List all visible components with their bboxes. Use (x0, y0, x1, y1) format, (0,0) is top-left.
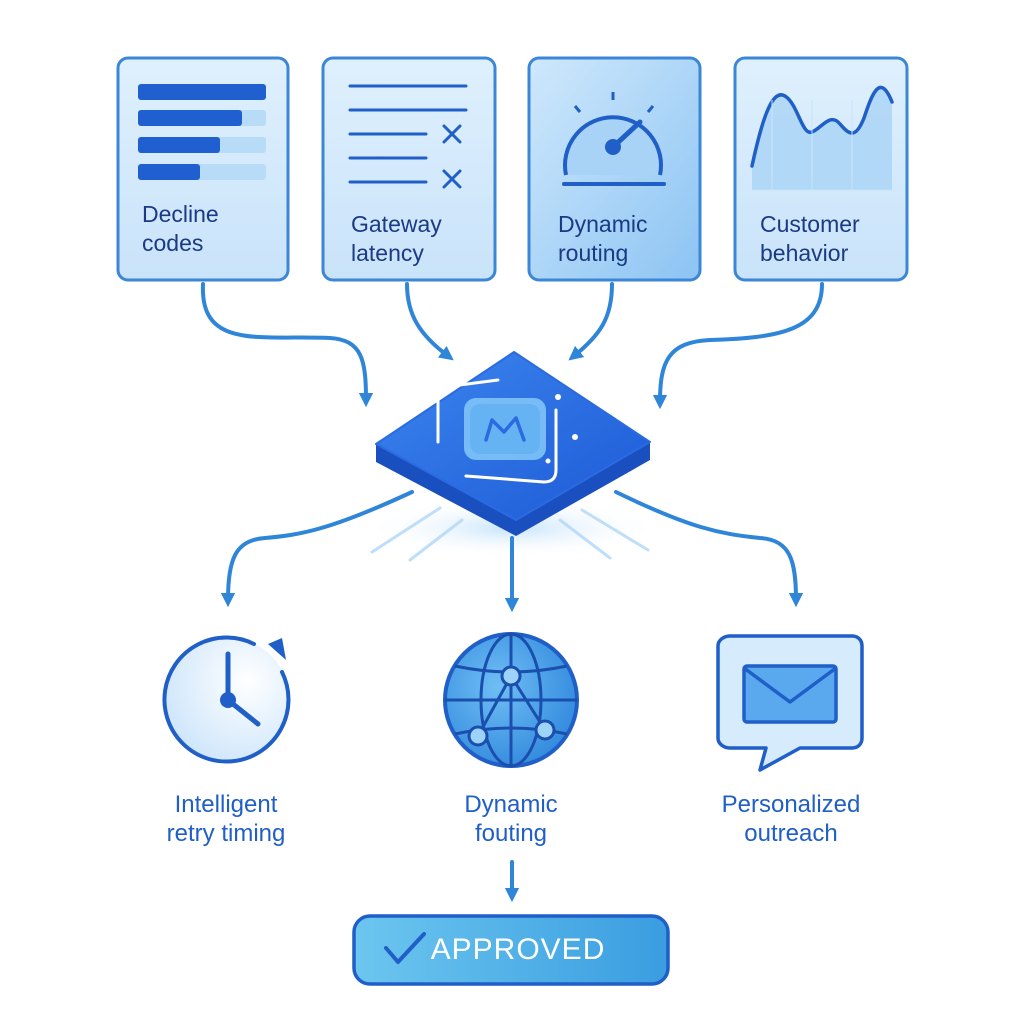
output-label-line2: fouting (474, 820, 548, 847)
output-arrows (220, 490, 804, 903)
output-label-line1: Dynamic (464, 791, 558, 818)
arrow-engine-to-outreach (614, 490, 804, 608)
globe-network-icon (443, 632, 579, 768)
output-label-retry-timing: Intelligent retry timing (116, 790, 336, 848)
card-label-line1: Decline (142, 201, 219, 227)
output-label-personalized-outreach: Personalized outreach (681, 790, 901, 848)
card-label-line2: behavior (760, 240, 849, 266)
card-label-decline-codes: Decline codes (120, 200, 282, 258)
ai-engine-chip (362, 351, 662, 562)
arrow-engine-to-retry (220, 490, 414, 608)
approved-badge (352, 914, 670, 986)
card-decline-codes (116, 56, 290, 282)
card-label-line2: latency (351, 240, 424, 266)
card-label-customer-behavior: Customer behavior (737, 210, 910, 268)
checkmark-icon (384, 932, 426, 964)
card-label-dynamic-routing: Dynamic routing (531, 210, 708, 268)
arrow-behavior-to-engine (652, 282, 824, 410)
output-label-line1: Personalized (721, 791, 861, 818)
card-label-line2: codes (142, 230, 204, 256)
arrow-latency-to-engine (405, 282, 454, 361)
output-label-line2: retry timing (166, 820, 286, 847)
input-arrows (200, 282, 824, 410)
output-label-line2: outreach (744, 820, 838, 847)
message-envelope-icon (716, 634, 864, 772)
list-x-icon (348, 84, 468, 189)
card-label-gateway-latency: Gateway latency (325, 210, 501, 268)
arrow-routing-to-engine (568, 282, 614, 361)
card-label-line2: routing (558, 240, 629, 266)
card-label-line1: Customer (760, 211, 860, 237)
bar-list-icon (138, 84, 266, 180)
card-gateway-latency (321, 56, 497, 282)
output-label-line1: Intelligent (174, 791, 278, 818)
line-graph-icon (750, 85, 894, 191)
output-label-dynamic-routing: Dynamic fouting (401, 790, 621, 848)
card-customer-behavior (733, 56, 909, 282)
arrow-decline-to-engine (200, 282, 374, 408)
approved-label: APPROVED (430, 933, 606, 966)
chip-logo-icon (484, 416, 526, 442)
speedometer-icon (562, 92, 666, 186)
card-label-line1: Dynamic (558, 211, 648, 237)
card-label-line1: Gateway (351, 211, 442, 237)
card-dynamic-routing (527, 56, 702, 282)
chip-frame (436, 378, 558, 484)
clock-icon (162, 635, 291, 764)
